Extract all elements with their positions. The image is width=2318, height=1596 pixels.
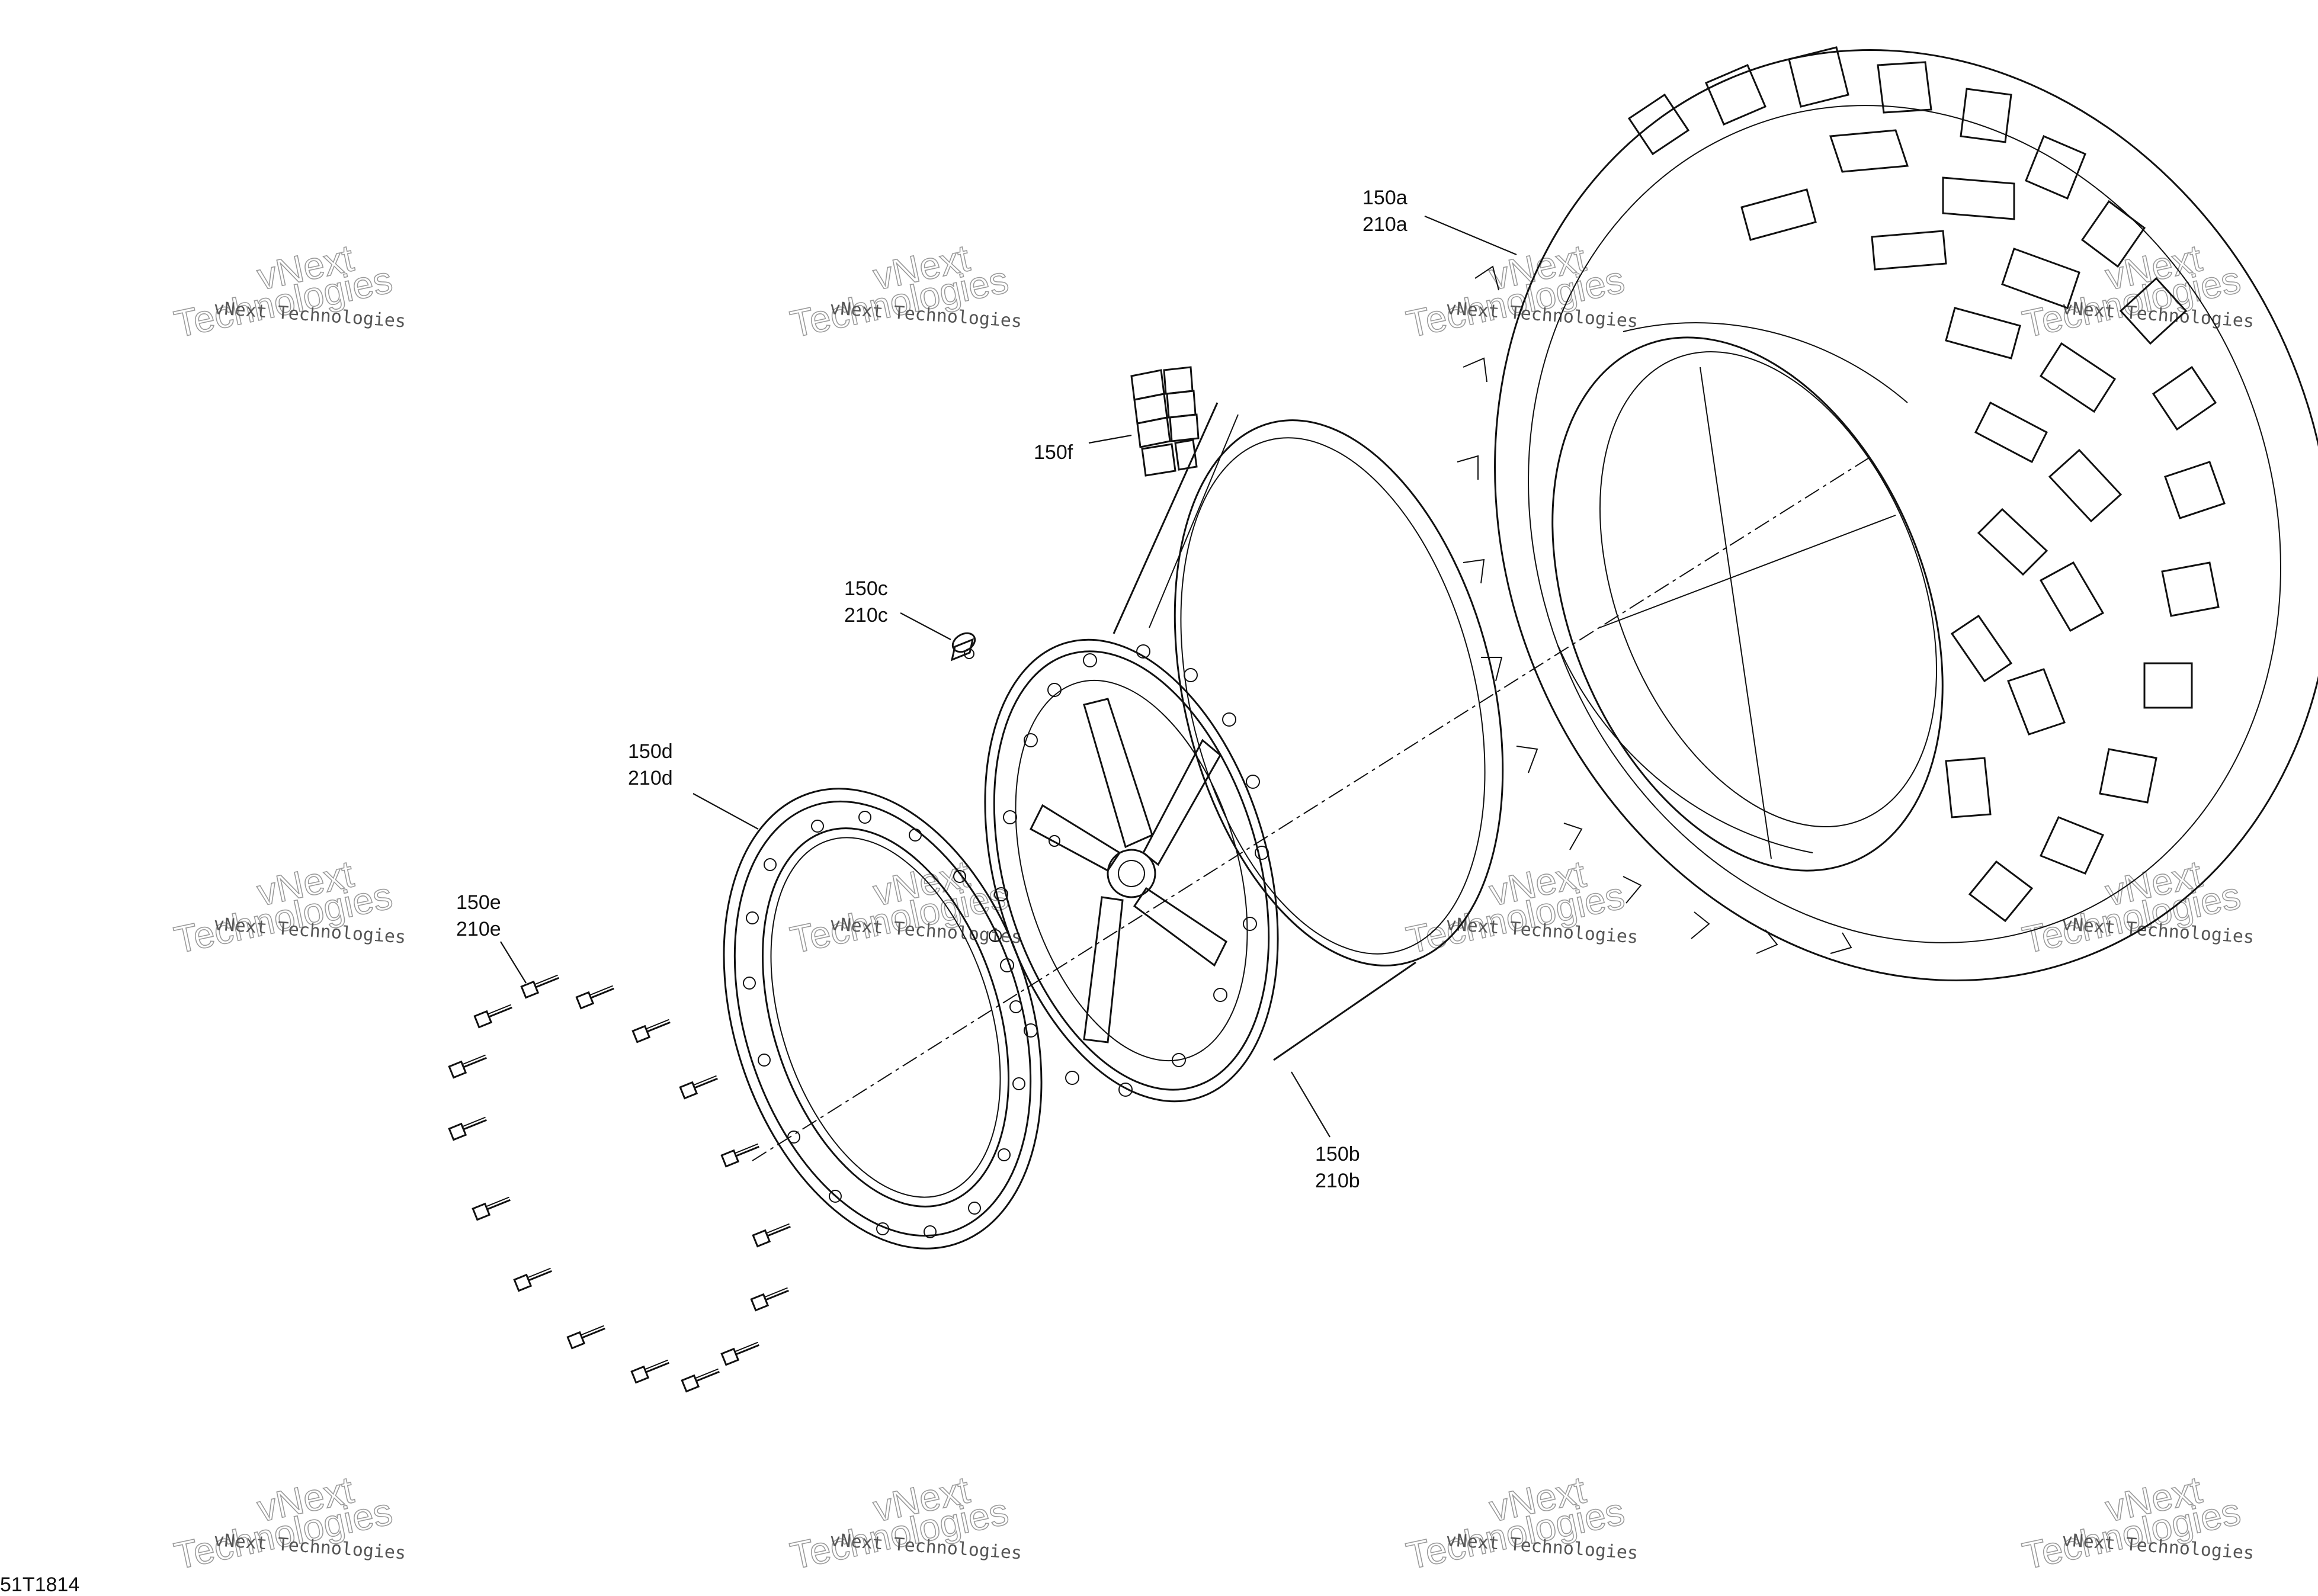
callout-ring: 150d 210d — [628, 740, 673, 789]
callout-tire-line2: 210a — [1362, 213, 1408, 236]
callout-ring-line1: 150d — [628, 740, 673, 763]
tire-tread — [1627, 46, 2226, 923]
leader-tire — [1424, 215, 1517, 256]
center-axis-line — [752, 455, 1873, 1161]
callout-wheel-line1: 150b — [1315, 1143, 1360, 1165]
leader-ring — [692, 793, 759, 830]
screw — [752, 1223, 791, 1248]
watermark: vNext Technologies vNext Technologies — [170, 852, 406, 962]
screw — [473, 1004, 512, 1029]
screw — [566, 1325, 605, 1350]
callout-valve-line2: 210c — [844, 604, 888, 627]
screw — [472, 1196, 511, 1221]
leader-screws — [500, 941, 527, 984]
screw — [448, 1116, 487, 1141]
tire — [1457, 46, 2318, 981]
valve-stem — [950, 632, 976, 661]
watermark: vNext Technologies vNext Technologies — [170, 1467, 406, 1578]
watermark: vNext Technologies vNext Technologies — [786, 1467, 1022, 1578]
watermark: vNext Technologies vNext Technologies — [786, 236, 1022, 346]
screw — [575, 985, 614, 1010]
watermark: vNext Technologies vNext Technologies — [1402, 852, 1639, 962]
callout-tire-line1: 150a — [1362, 187, 1408, 209]
screw — [631, 1019, 671, 1043]
figure-code: 51T1814 — [0, 1573, 79, 1596]
screw — [750, 1287, 789, 1312]
watermark: vNext Technologies vNext Technologies — [170, 236, 406, 346]
ring-bolt-holes — [743, 811, 1025, 1238]
flange-bolts — [994, 644, 1269, 1097]
screw — [630, 1359, 669, 1384]
callout-valve-line1: 150c — [844, 577, 888, 600]
screw — [720, 1143, 759, 1168]
leader-decal — [1088, 434, 1132, 444]
callout-screws: 150e 210e — [456, 891, 501, 940]
beadlock-ring — [723, 788, 1043, 1250]
callout-tire: 150a 210a — [1362, 187, 1408, 236]
callout-screws-line2: 210e — [456, 918, 501, 940]
wheel-rim — [984, 402, 1504, 1103]
screw — [513, 1267, 552, 1292]
screw — [681, 1368, 720, 1393]
callout-decal: 150f — [1034, 441, 1073, 464]
callout-ring-line2: 210d — [628, 767, 673, 789]
screw — [720, 1341, 759, 1366]
decal-patches — [1130, 366, 1200, 477]
callout-wheel-line2: 210b — [1315, 1170, 1360, 1192]
screw — [679, 1075, 718, 1100]
callout-decal-line1: 150f — [1034, 441, 1073, 464]
callout-valve: 150c 210c — [844, 577, 888, 627]
leader-valve — [900, 612, 951, 640]
screw — [448, 1054, 487, 1079]
wheel-spokes — [1030, 698, 1227, 1043]
watermark: vNext Technologies vNext Technologies — [1402, 1467, 1639, 1578]
screw — [520, 974, 559, 999]
watermark: vNext Technologies vNext Technologies — [786, 852, 1022, 962]
leader-wheel — [1291, 1071, 1330, 1138]
callout-wheel: 150b 210b — [1315, 1143, 1360, 1192]
watermark: vNext Technologies vNext Technologies — [2018, 1467, 2255, 1578]
ring-screws — [448, 974, 791, 1393]
callout-screws-line1: 150e — [456, 891, 501, 914]
watermark: vNext Technologies vNext Technologies — [1402, 236, 1639, 346]
watermark: vNext Technologies vNext Technologies — [2018, 852, 2255, 962]
